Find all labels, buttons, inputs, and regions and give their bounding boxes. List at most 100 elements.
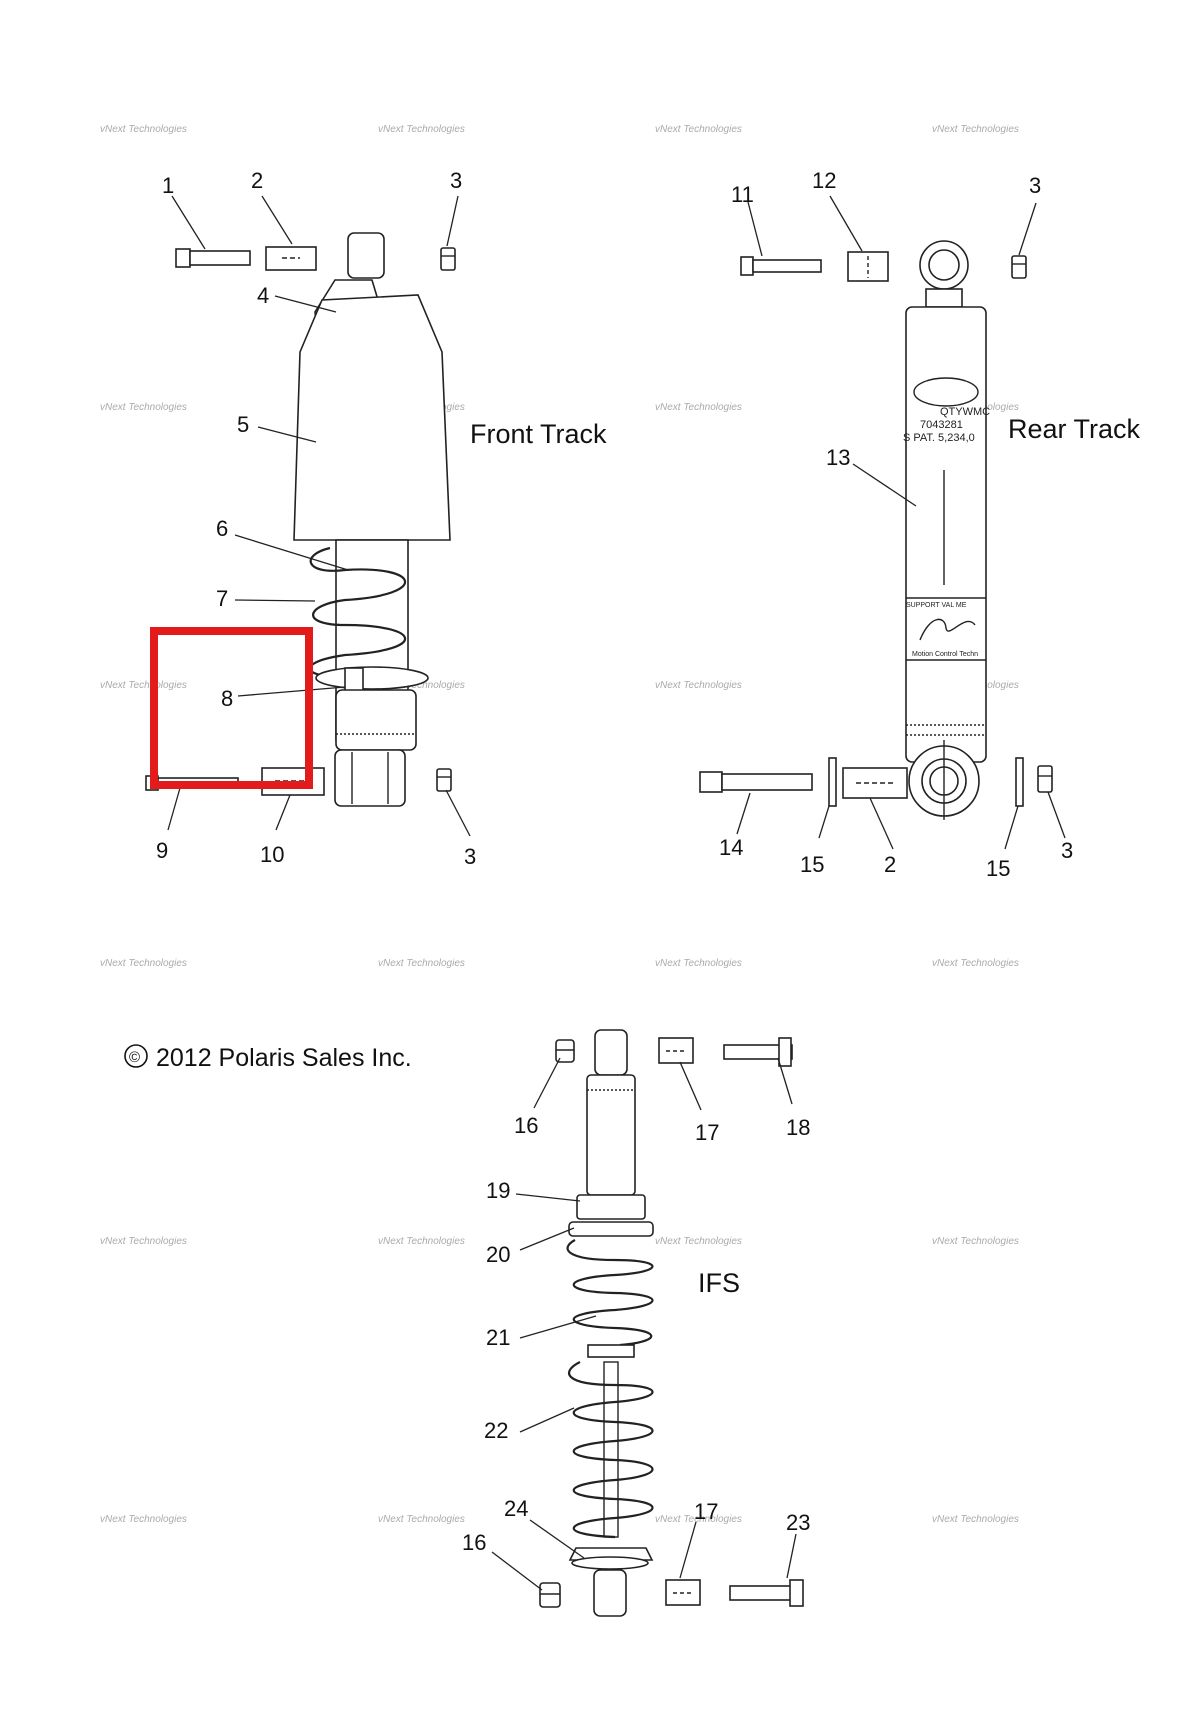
callout-number: 14 bbox=[719, 835, 743, 860]
watermark: vNext Technologies bbox=[655, 402, 742, 413]
spacer-part[interactable] bbox=[265, 246, 317, 271]
brand-script bbox=[919, 618, 976, 641]
decal-patent: S PAT. 5,234,0 bbox=[903, 432, 975, 444]
collar-part[interactable] bbox=[576, 1194, 646, 1220]
watermark: vNext Technologies bbox=[655, 124, 742, 135]
rear-track-title: Rear Track bbox=[1008, 414, 1141, 444]
bolt-part[interactable] bbox=[740, 256, 822, 276]
copyright-icon bbox=[124, 1044, 148, 1068]
upper-spring-part[interactable] bbox=[566, 1239, 654, 1347]
copyright-notice: © 2012 Polaris Sales Inc. bbox=[124, 1044, 412, 1072]
nut-part[interactable] bbox=[539, 1582, 561, 1608]
spacer-part[interactable] bbox=[658, 1037, 694, 1064]
callout-number: 18 bbox=[786, 1115, 810, 1140]
callout-number: 17 bbox=[694, 1499, 718, 1524]
callout-number: 2 bbox=[884, 852, 896, 877]
shock-bottom-eye bbox=[334, 749, 406, 807]
lower-spring-part[interactable] bbox=[568, 1361, 654, 1539]
callout-number: 6 bbox=[216, 516, 228, 541]
callout-number: 3 bbox=[464, 844, 476, 869]
nut-part[interactable] bbox=[1037, 765, 1053, 793]
watermark: vNext Technologies bbox=[932, 1236, 1019, 1247]
callout-number: 24 bbox=[504, 1496, 528, 1521]
watermark: vNext Technologies bbox=[100, 1236, 187, 1247]
callout-number: 8 bbox=[221, 686, 233, 711]
callout-number: 3 bbox=[450, 168, 462, 193]
ifs-title: IFS bbox=[698, 1268, 740, 1298]
watermark: vNext Technologies bbox=[100, 680, 187, 691]
decal-part-number: 7043281 bbox=[920, 419, 963, 431]
callout-number: 19 bbox=[486, 1178, 510, 1203]
watermark: vNext Technologies bbox=[100, 958, 187, 969]
rear-track-assembly: Rear Track QTYWMC 7043281 S PAT. 5,234,0 bbox=[699, 168, 1141, 881]
ifs-assembly: IFS bbox=[462, 1029, 810, 1617]
shock-body-part[interactable] bbox=[293, 294, 451, 541]
shock-lower-body bbox=[335, 689, 417, 751]
watermark: vNext Technologies bbox=[655, 1236, 742, 1247]
highlight-box bbox=[150, 627, 313, 789]
watermark: vNext Technologies bbox=[932, 1514, 1019, 1525]
watermark: vNext Technologies bbox=[655, 958, 742, 969]
nut-part[interactable] bbox=[1011, 255, 1027, 279]
watermark: vNext Technologies bbox=[378, 1514, 465, 1525]
watermark: vNext Technologies bbox=[378, 680, 465, 691]
nut-part[interactable] bbox=[440, 247, 456, 271]
watermark: vNext Technologies bbox=[100, 1514, 187, 1525]
callout-number: 21 bbox=[486, 1325, 510, 1350]
shock-top-eye bbox=[594, 1029, 628, 1076]
shock-top-eye bbox=[347, 232, 385, 279]
watermark: vNext Technologies bbox=[655, 1514, 742, 1525]
callout-number: 17 bbox=[695, 1120, 719, 1145]
callout-number: 10 bbox=[260, 842, 284, 867]
callout-number: 2 bbox=[251, 168, 263, 193]
spacer-part[interactable] bbox=[842, 767, 908, 799]
watermark: vNext Technologies bbox=[378, 958, 465, 969]
shock-body-part[interactable] bbox=[586, 1074, 636, 1196]
callout-number: 13 bbox=[826, 445, 850, 470]
brand-logo bbox=[913, 377, 979, 407]
callout-number: 23 bbox=[786, 1510, 810, 1535]
decal-brand: QTYWMC bbox=[940, 406, 990, 418]
callout-number: 3 bbox=[1061, 838, 1073, 863]
shock-body-part[interactable] bbox=[905, 306, 987, 763]
callout-number: 15 bbox=[800, 852, 824, 877]
callout-number: 5 bbox=[237, 412, 249, 437]
callout-number: 16 bbox=[462, 1530, 486, 1555]
callout-number: 7 bbox=[216, 586, 228, 611]
spring-seat-part[interactable] bbox=[568, 1221, 654, 1237]
copyright-symbol: © bbox=[129, 1049, 140, 1066]
washer-part[interactable] bbox=[1015, 757, 1024, 807]
watermark: vNext Technologies bbox=[655, 680, 742, 691]
watermark: vNext Technologies bbox=[100, 402, 187, 413]
callout-number: 20 bbox=[486, 1242, 510, 1267]
callout-number: 9 bbox=[156, 838, 168, 863]
spacer-part[interactable] bbox=[665, 1579, 701, 1606]
bolt-part[interactable] bbox=[175, 248, 251, 268]
watermark: vNext Technologies bbox=[378, 124, 465, 135]
bolt-part[interactable] bbox=[699, 771, 813, 793]
watermark: vNext Technologies bbox=[932, 958, 1019, 969]
callout-number: 1 bbox=[162, 173, 174, 198]
slider-part bbox=[587, 1344, 635, 1358]
callout-number: 11 bbox=[731, 182, 754, 207]
front-track-title: Front Track bbox=[470, 419, 607, 449]
bottom-seat-part[interactable] bbox=[568, 1547, 654, 1561]
callout-number: 16 bbox=[514, 1113, 538, 1138]
nut-part[interactable] bbox=[555, 1039, 575, 1063]
spring-part[interactable] bbox=[308, 546, 407, 677]
washer-part[interactable] bbox=[828, 757, 837, 807]
watermarks: vNext Technologies vNext Technologies vN… bbox=[100, 124, 1019, 1525]
nut-part[interactable] bbox=[436, 768, 452, 792]
spacer-part[interactable] bbox=[847, 251, 889, 282]
callout-number: 4 bbox=[257, 283, 269, 308]
bolt-part[interactable] bbox=[723, 1037, 793, 1067]
bolt-part[interactable] bbox=[729, 1579, 804, 1607]
callout-number: 12 bbox=[812, 168, 836, 193]
copyright-text: 2012 Polaris Sales Inc. bbox=[156, 1044, 412, 1072]
watermark: vNext Technologies bbox=[100, 124, 187, 135]
callout-number: 3 bbox=[1029, 173, 1041, 198]
watermark: vNext Technologies bbox=[932, 124, 1019, 135]
front-track-assembly: Front Track bbox=[145, 168, 607, 869]
callout-number: 15 bbox=[986, 856, 1010, 881]
